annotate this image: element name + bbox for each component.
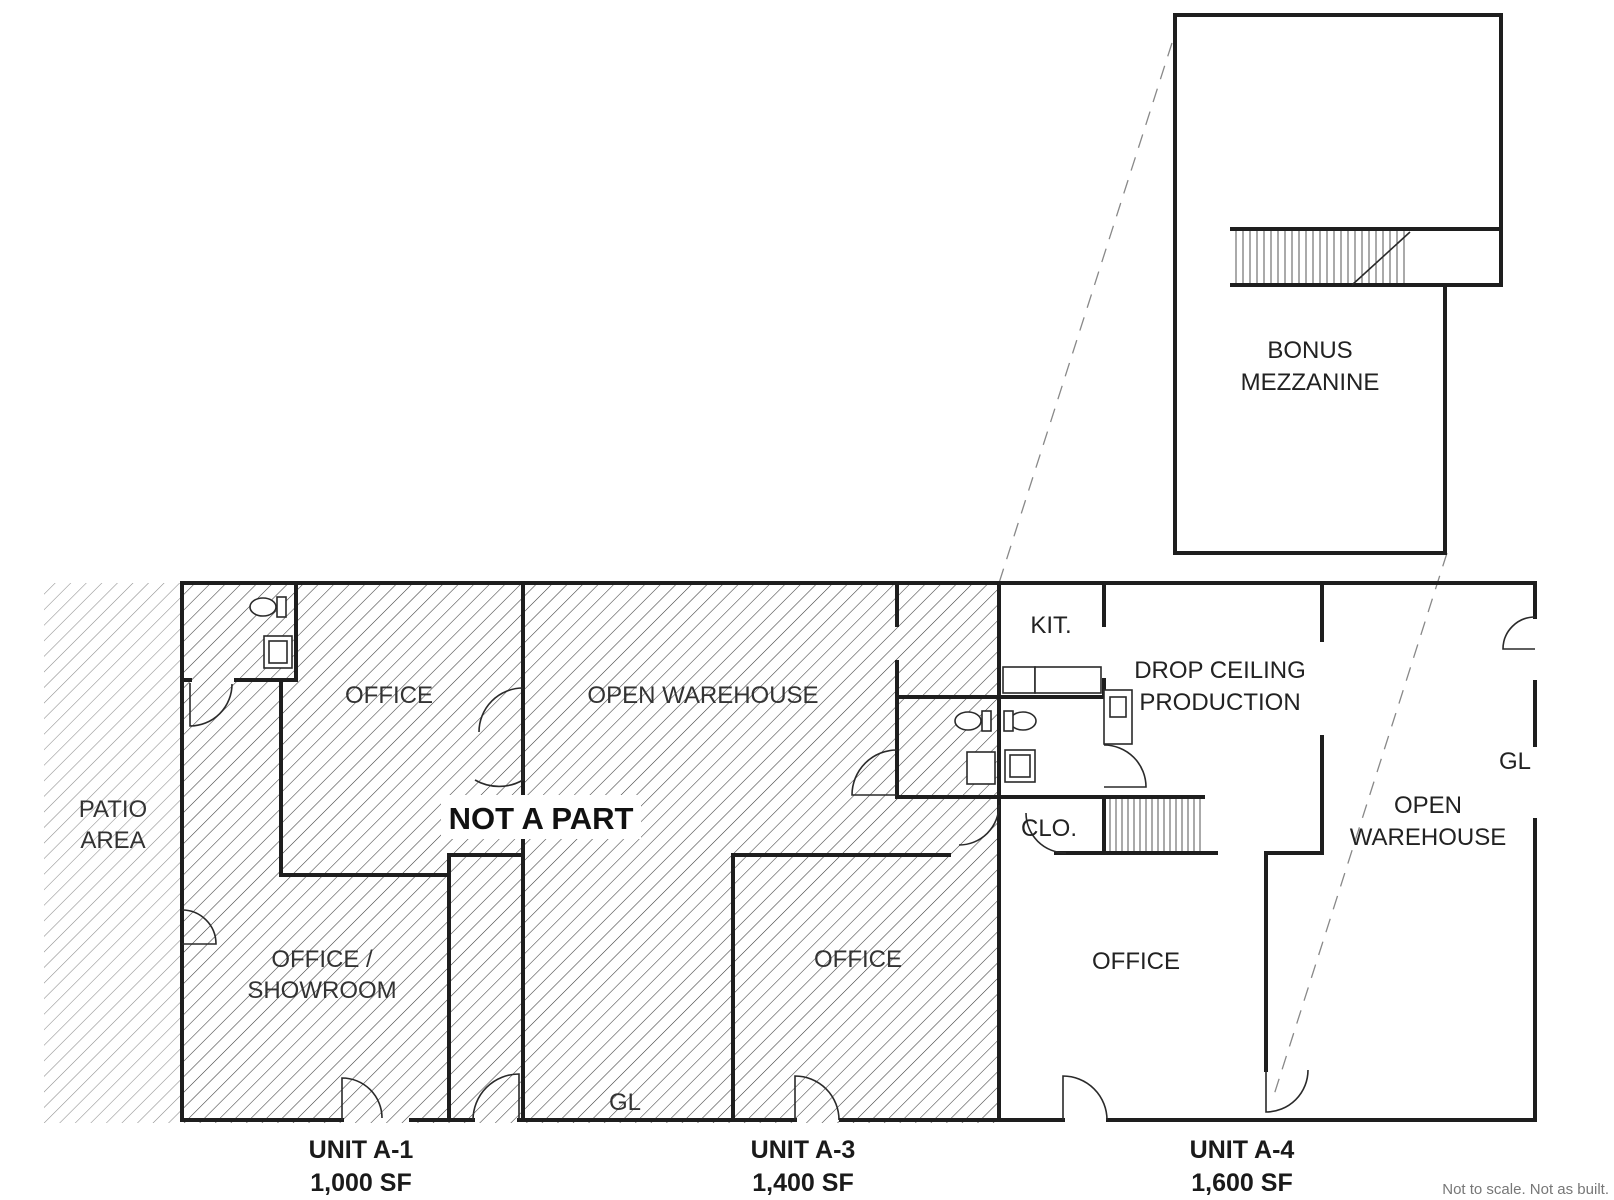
a3-gl-label: GL — [609, 1089, 641, 1116]
unit-a1-area: 1,000 SF — [310, 1169, 411, 1197]
fixtures — [249, 596, 1201, 851]
bonus-mezzanine — [1173, 13, 1503, 555]
room-labels: PATIO AREA OFFICE OFFICE / SHOWROOM OPEN… — [79, 337, 1531, 1116]
a3-office-label: OFFICE — [814, 946, 902, 973]
not-a-part-backdrop — [441, 795, 641, 839]
mezzanine-stairs — [1235, 231, 1405, 283]
a4-open-warehouse-label-2: WAREHOUSE — [1350, 824, 1506, 851]
unit-a4-area: 1,600 SF — [1191, 1169, 1292, 1197]
drop-ceiling-label-2: PRODUCTION — [1139, 689, 1300, 716]
kit-label: KIT. — [1030, 612, 1071, 639]
clo-label: CLO. — [1021, 815, 1077, 842]
doors — [181, 616, 1536, 1121]
mezzanine-label-2: MEZZANINE — [1241, 369, 1380, 396]
mezzanine-label: BONUS — [1267, 337, 1352, 364]
not-a-part-label: NOT A PART — [449, 801, 634, 836]
a1-showroom-label-2: SHOWROOM — [247, 977, 396, 1004]
patio-hatch — [44, 583, 182, 1123]
unit-a1-name: UNIT A-1 — [309, 1136, 414, 1164]
patio-label: PATIO — [79, 796, 147, 823]
a3-open-warehouse-label: OPEN WAREHOUSE — [587, 682, 818, 709]
unit-a3-area: 1,400 SF — [752, 1169, 853, 1197]
patio-label-2: AREA — [80, 827, 145, 854]
building-walls — [180, 581, 1537, 1122]
scale-note: Not to scale. Not as built. — [1442, 1181, 1609, 1198]
a4-gl-label: GL — [1499, 748, 1531, 775]
stairs — [1109, 799, 1201, 851]
a4-open-warehouse-label: OPEN — [1394, 792, 1462, 819]
a4-office-label: OFFICE — [1092, 948, 1180, 975]
drop-ceiling-label: DROP CEILING — [1134, 657, 1306, 684]
mezzanine-projection-line-left — [998, 42, 1173, 584]
unit-labels: UNIT A-1 1,000 SF UNIT A-3 1,400 SF UNIT… — [309, 1136, 1295, 1197]
unit-a3-name: UNIT A-3 — [751, 1136, 856, 1164]
a1-showroom-label: OFFICE / — [271, 946, 373, 973]
a1-office-label: OFFICE — [345, 682, 433, 709]
unit-a4-name: UNIT A-4 — [1190, 1136, 1295, 1164]
